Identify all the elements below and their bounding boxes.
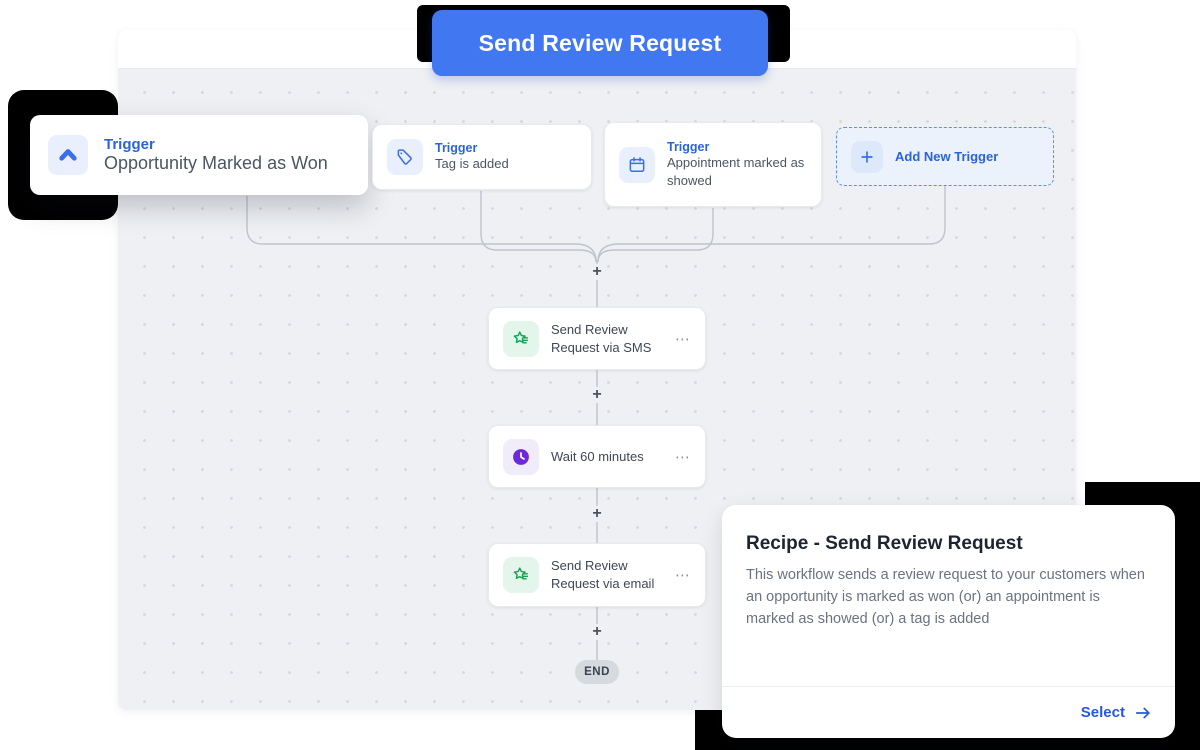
trigger-name: Tag is added bbox=[435, 156, 509, 172]
trigger-card-tag-added[interactable]: Trigger Tag is added bbox=[372, 124, 592, 190]
workflow-title-banner: Send Review Request bbox=[432, 10, 768, 76]
clock-icon bbox=[503, 438, 539, 475]
review-star-icon bbox=[503, 320, 539, 357]
add-step-icon[interactable] bbox=[589, 264, 605, 280]
calendar-icon bbox=[619, 146, 655, 183]
trigger-type-label: Trigger bbox=[104, 136, 155, 153]
trigger-card-appointment-showed[interactable]: Trigger Appointment marked as showed bbox=[604, 122, 822, 207]
add-step-icon[interactable] bbox=[589, 387, 605, 403]
ellipsis-menu-icon[interactable]: ⋯ bbox=[675, 330, 691, 348]
action-name: Send Review Request via email bbox=[551, 558, 655, 591]
action-name: Wait 60 minutes bbox=[551, 448, 644, 464]
recipe-description: This workflow sends a review request to … bbox=[746, 567, 1145, 627]
trigger-type-label: Trigger bbox=[435, 141, 478, 156]
action-card-send-review-sms[interactable]: Send Review Request via SMS ⋯ bbox=[488, 307, 706, 370]
ellipsis-menu-icon[interactable]: ⋯ bbox=[675, 448, 691, 466]
trigger-card-opportunity-won[interactable]: Trigger Opportunity Marked as Won bbox=[30, 115, 368, 195]
trigger-name: Appointment marked as showed bbox=[667, 154, 805, 188]
select-label: Select bbox=[1080, 704, 1125, 721]
action-card-wait[interactable]: Wait 60 minutes ⋯ bbox=[488, 425, 706, 488]
recipe-panel: Recipe - Send Review Request This workfl… bbox=[722, 505, 1175, 738]
trigger-type-label: Trigger bbox=[667, 139, 710, 154]
recipe-footer: Select bbox=[722, 686, 1175, 738]
add-new-trigger-label: Add New Trigger bbox=[895, 149, 999, 164]
end-label: END bbox=[584, 666, 610, 678]
review-star-icon bbox=[503, 557, 539, 593]
add-step-icon[interactable] bbox=[589, 506, 605, 522]
chevron-up-icon bbox=[48, 135, 88, 175]
workflow-title: Send Review Request bbox=[478, 29, 722, 56]
action-card-send-review-email[interactable]: Send Review Request via email ⋯ bbox=[488, 543, 706, 607]
action-name: Send Review Request via SMS bbox=[551, 321, 652, 355]
add-step-icon[interactable] bbox=[589, 624, 605, 640]
select-button[interactable]: Select bbox=[1081, 703, 1153, 723]
plus-icon bbox=[851, 140, 883, 173]
ellipsis-menu-icon[interactable]: ⋯ bbox=[675, 567, 691, 584]
arrow-right-icon bbox=[1135, 707, 1150, 718]
recipe-title: Recipe - Send Review Request bbox=[746, 533, 1023, 554]
connector-lines bbox=[246, 186, 946, 660]
add-new-trigger-button[interactable]: Add New Trigger bbox=[836, 127, 1054, 186]
trigger-name: Opportunity Marked as Won bbox=[104, 153, 328, 173]
tag-icon bbox=[387, 139, 423, 175]
end-node: END bbox=[575, 660, 619, 684]
